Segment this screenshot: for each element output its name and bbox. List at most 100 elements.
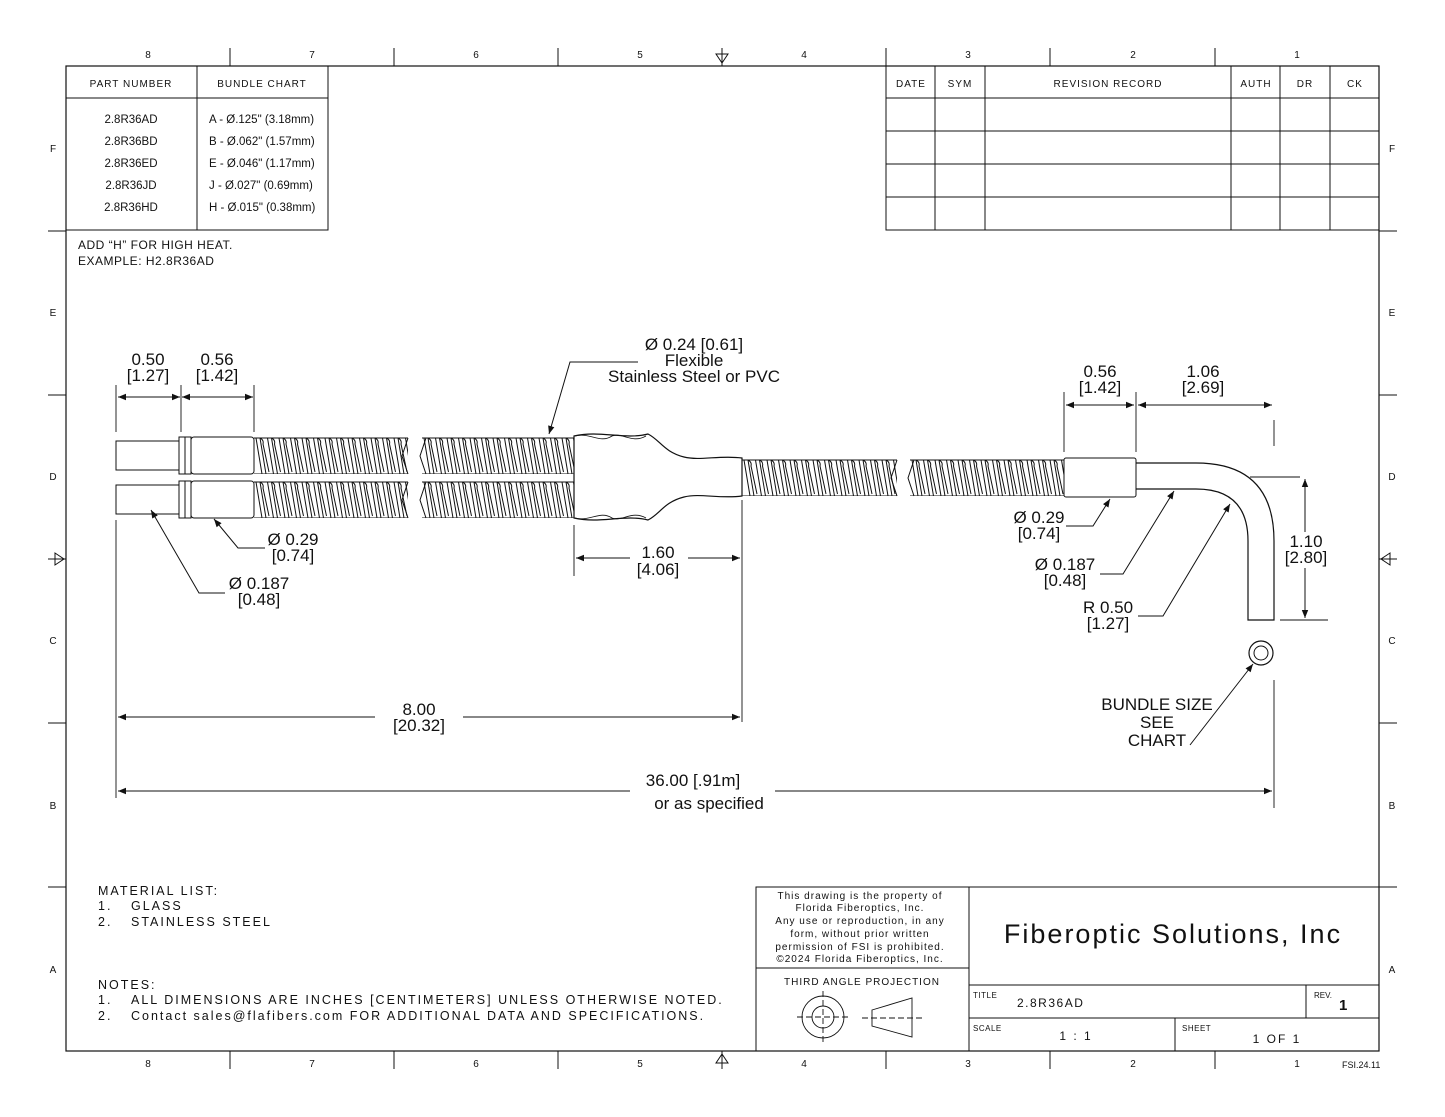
legal-line-5: permission of FSI is prohibited. [775, 942, 944, 953]
zone-col-top-6: 3 [965, 50, 971, 61]
material-list: MATERIAL LIST: 1. GLASS 2. STAINLESS STE… [98, 884, 272, 929]
bundle-size-line-1: BUNDLE SIZE [1101, 695, 1212, 714]
part-number-cell: 2.8R36JD [105, 180, 156, 192]
sheath-flexible: Flexible [665, 351, 724, 370]
title-block: This drawing is the property of Florida … [755, 886, 1380, 1052]
rev-label: REV. [1314, 991, 1332, 1000]
title-label: TITLE [973, 991, 997, 1000]
dim-radius-metric: [1.27] [1087, 614, 1130, 633]
zone-col-top-3: 6 [473, 50, 479, 61]
bundle-size-line-2: SEE [1140, 713, 1174, 732]
zone-col-bottom-1: 8 [145, 1059, 151, 1070]
legal-line-2: Florida Fiberoptics, Inc. [796, 903, 925, 914]
rev-header-date: DATE [896, 79, 926, 90]
third-angle-projection-icon [797, 991, 925, 1043]
legal-line-4: form, without prior written [790, 929, 929, 940]
cable-drawing [115, 433, 1275, 666]
high-heat-line-1: ADD “H” FOR HIGH HEAT. [78, 238, 233, 252]
zone-col-bottom-8: 1 [1294, 1059, 1300, 1070]
sheet-value: 1 OF 1 [1253, 1032, 1302, 1046]
svg-text:1.: 1. [98, 899, 112, 913]
sheath-leader [548, 361, 638, 435]
high-heat-note: ADD “H” FOR HIGH HEAT. EXAMPLE: H2.8R36A… [78, 238, 233, 268]
bundle-chart-cell: H - Ø.015" (0.38mm) [209, 202, 316, 214]
zone-row-right-3: D [1388, 472, 1395, 483]
dia-0.187-left-leader [150, 509, 225, 594]
high-heat-line-2: EXAMPLE: H2.8R36AD [78, 254, 214, 268]
sheet-label: SHEET [1182, 1024, 1211, 1033]
dim-1.06: 1.06 [1186, 362, 1219, 381]
zone-row-right-2: E [1389, 308, 1396, 319]
dim-1.10: 1.10 [1289, 532, 1322, 551]
revision-table: DATE SYM REVISION RECORD AUTH DR CK [885, 65, 1380, 231]
scale-value: 1 : 1 [1059, 1029, 1092, 1043]
dim-0.56-right: 0.56 [1083, 362, 1116, 381]
zone-row-left-2: E [50, 308, 57, 319]
bundle-size-line-3: CHART [1128, 731, 1186, 750]
zone-row-left-5: B [50, 801, 57, 812]
part-number-cell: 2.8R36ED [104, 158, 157, 170]
col-header-part-number: PART NUMBER [90, 79, 173, 90]
ferrule-right [1063, 457, 1137, 498]
rev-header-ck: CK [1347, 79, 1363, 90]
dim-dia-0.29-right: Ø 0.29 [1013, 508, 1064, 527]
ferrule-lower [115, 480, 255, 519]
zone-col-top-7: 2 [1130, 50, 1136, 61]
sheath-upper-mid [419, 437, 574, 475]
notes: NOTES: 1. ALL DIMENSIONS ARE INCHES [CEN… [98, 978, 722, 1023]
zone-col-top-2: 7 [309, 50, 315, 61]
dim-0.56-left-metric: [1.42] [196, 366, 239, 385]
dim-0.50: 0.50 [131, 350, 164, 369]
zone-row-right-5: B [1389, 801, 1396, 812]
zone-row-left-4: C [49, 636, 56, 647]
rev-header-sym: SYM [948, 79, 973, 90]
sheath-lower-left [254, 481, 409, 519]
rev-header-dr: DR [1297, 79, 1313, 90]
part-number-cell: 2.8R36AD [104, 114, 157, 126]
legal-line-1: This drawing is the property of [778, 891, 943, 902]
dim-dia-0.187-right: Ø 0.187 [1035, 555, 1096, 574]
bundle-chart-cell: B - Ø.062" (1.57mm) [209, 136, 315, 148]
part-number-cell: 2.8R36HD [104, 202, 158, 214]
svg-text:1.: 1. [98, 993, 112, 1007]
note-2: Contact sales@flafibers.com FOR ADDITION… [131, 1009, 705, 1023]
dimensions: 0.50 [1.27] 0.56 [1.42] Ø 0.24 [0.61] Fl… [115, 335, 1328, 813]
form-id: FSI.24.11 [1342, 1060, 1380, 1070]
dim-1.06-metric: [2.69] [1182, 378, 1225, 397]
dim-1.60: 1.60 [641, 543, 674, 562]
sheath-upper-left [254, 437, 409, 475]
notes-heading: NOTES: [98, 978, 157, 992]
sheath-common-right [907, 459, 1064, 497]
bundle-end-view [1248, 640, 1274, 666]
zone-row-right-6: A [1389, 965, 1396, 976]
sheath-material: Stainless Steel or PVC [608, 367, 780, 386]
dim-radius: R 0.50 [1083, 598, 1133, 617]
zone-col-bottom-3: 6 [473, 1059, 479, 1070]
sheath-common-left [742, 459, 898, 497]
zone-ticks [48, 48, 1397, 1069]
dim-0.56-left: 0.56 [200, 350, 233, 369]
zone-row-right-1: F [1389, 144, 1395, 155]
dim-0.50-metric: [1.27] [127, 366, 170, 385]
company-name: Fiberoptic Solutions, Inc [1004, 919, 1342, 949]
dim-8.00: 8.00 [402, 700, 435, 719]
material-item-glass: GLASS [131, 899, 183, 913]
dim-dia-0.187-left-metric: [0.48] [238, 590, 281, 609]
zone-col-bottom-6: 3 [965, 1059, 971, 1070]
zone-row-left-3: D [49, 472, 56, 483]
dim-8.00-metric: [20.32] [393, 716, 445, 735]
bent-probe-tip [1136, 462, 1275, 621]
zone-col-top-5: 4 [801, 50, 807, 61]
bundle-chart-cell: A - Ø.125" (3.18mm) [209, 114, 314, 126]
rev-header-record: REVISION RECORD [1054, 79, 1163, 90]
ferrule-upper [115, 436, 255, 475]
zone-col-bottom-7: 2 [1130, 1059, 1136, 1070]
rev-value: 1 [1339, 997, 1347, 1014]
title-value: 2.8R36AD [1017, 996, 1084, 1010]
sheath-lower-mid [419, 481, 574, 519]
zone-row-left-6: A [50, 965, 57, 976]
legal-line-3: Any use or reproduction, in any [775, 916, 944, 927]
breakout-junction [573, 433, 743, 521]
material-item-steel: STAINLESS STEEL [131, 915, 272, 929]
dim-1.10-metric: [2.80] [1285, 548, 1328, 567]
